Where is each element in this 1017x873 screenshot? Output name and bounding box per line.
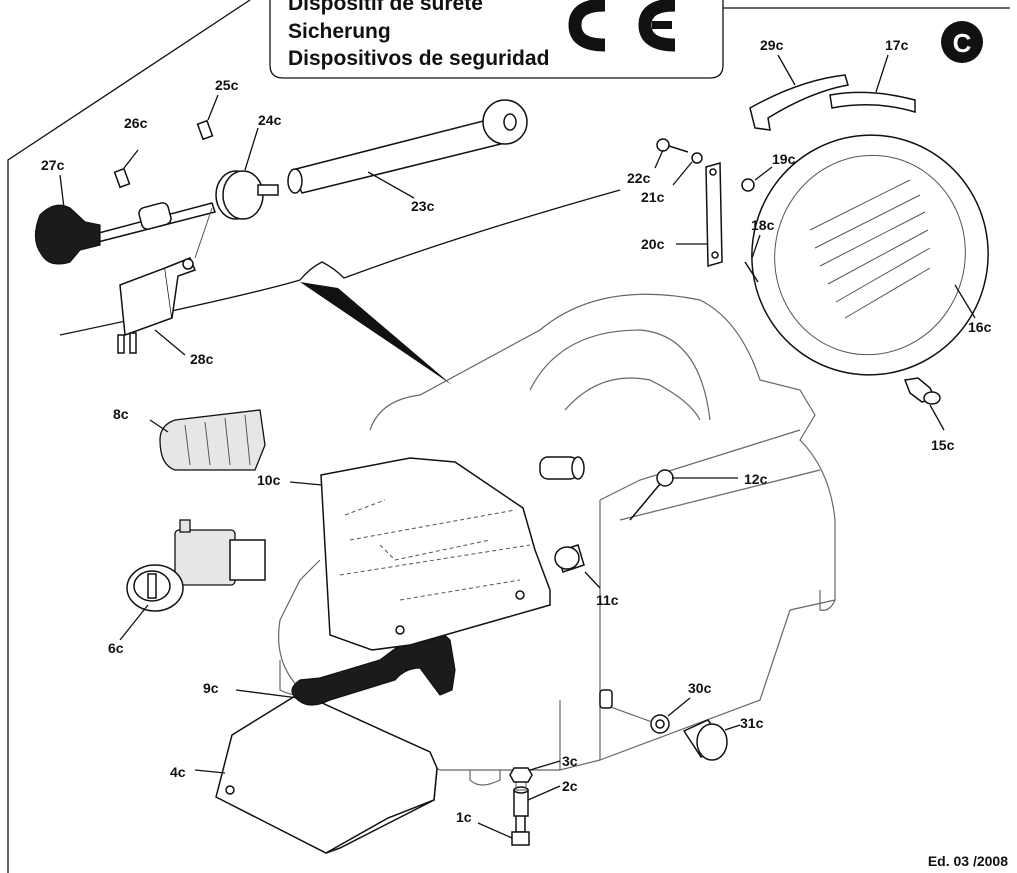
part-12c-screws xyxy=(539,456,738,521)
part-19c-nut xyxy=(741,166,773,192)
callout-24c: 24c xyxy=(258,112,282,128)
callout-2c: 2c xyxy=(562,778,578,794)
inset-bracket xyxy=(59,189,621,385)
callout-21c: 21c xyxy=(641,189,665,205)
callout-25c: 25c xyxy=(215,77,239,93)
part-29c-clip xyxy=(749,54,849,131)
title-line-1: Dispositif de sûreté xyxy=(288,0,483,15)
part-24c-collar xyxy=(215,127,279,220)
part-30c-washer xyxy=(599,689,691,734)
callout-4c: 4c xyxy=(170,764,186,780)
callout-17c: 17c xyxy=(885,37,909,53)
part-26c-grub-screw xyxy=(113,149,139,189)
part-31c-cap-nut xyxy=(682,719,741,761)
callout-1c: 1c xyxy=(456,809,472,825)
callout-3c: 3c xyxy=(562,753,578,769)
callout-18c: 18c xyxy=(751,217,775,233)
part-4c-base-plate xyxy=(194,692,438,854)
inset-pointer xyxy=(300,282,452,385)
callout-27c: 27c xyxy=(41,157,65,173)
part-6c-switch xyxy=(119,519,266,641)
section-badge-letter: C xyxy=(953,28,972,58)
part-27c-knob xyxy=(34,174,216,265)
callout-10c: 10c xyxy=(257,472,281,488)
part-21c-washer xyxy=(672,152,703,186)
part-9c-guard-arm xyxy=(235,628,456,706)
callout-28c: 28c xyxy=(190,351,214,367)
callout-8c: 8c xyxy=(113,406,129,422)
part-8c-connector xyxy=(149,409,266,471)
callout-20c: 20c xyxy=(641,236,665,252)
part-22c-screw xyxy=(654,138,689,169)
ce-mark xyxy=(568,0,676,52)
part-25c-grub-screw xyxy=(196,94,219,141)
callout-31c: 31c xyxy=(740,715,764,731)
part-3c-nut xyxy=(509,760,561,783)
callout-15c: 15c xyxy=(931,437,955,453)
part-23c-shaft xyxy=(287,99,528,199)
callout-labels: 1c 2c 3c 4c 6c 8c 9c 10c 11c 12c 15c 16c… xyxy=(41,37,992,825)
callout-29c: 29c xyxy=(760,37,784,53)
part-18c-screw xyxy=(744,234,761,283)
title-line-2: Sicherung xyxy=(288,20,391,43)
part-17c-upper-arc xyxy=(829,54,916,114)
edition-label: Ed. 03 /2008 xyxy=(928,853,1008,869)
callout-11c: 11c xyxy=(596,592,619,608)
part-1c-screw xyxy=(477,813,530,846)
title-box: Dispositif de sûreté Sicherung Dispositi… xyxy=(269,0,724,79)
page-frame xyxy=(7,0,1010,873)
callout-16c: 16c xyxy=(968,319,992,335)
part-28c-microswitch xyxy=(117,207,213,356)
section-badge: C xyxy=(941,21,983,63)
title-line-3: Dispositivos de seguridad xyxy=(288,47,549,70)
callout-22c: 22c xyxy=(627,170,651,186)
callout-30c: 30c xyxy=(688,680,712,696)
part-20c-bracket xyxy=(676,162,723,267)
part-15c-knob xyxy=(903,377,945,431)
callout-12c: 12c xyxy=(744,471,768,487)
part-11c-bushing xyxy=(554,544,601,589)
callout-9c: 9c xyxy=(203,680,219,696)
part-10c-cover-plate xyxy=(289,457,551,651)
callout-23c: 23c xyxy=(411,198,435,214)
callout-26c: 26c xyxy=(124,115,148,131)
part-16c-blade-guard xyxy=(751,134,989,376)
callout-6c: 6c xyxy=(108,640,124,656)
part-2c-spacer xyxy=(513,769,561,817)
callout-19c: 19c xyxy=(772,151,796,167)
